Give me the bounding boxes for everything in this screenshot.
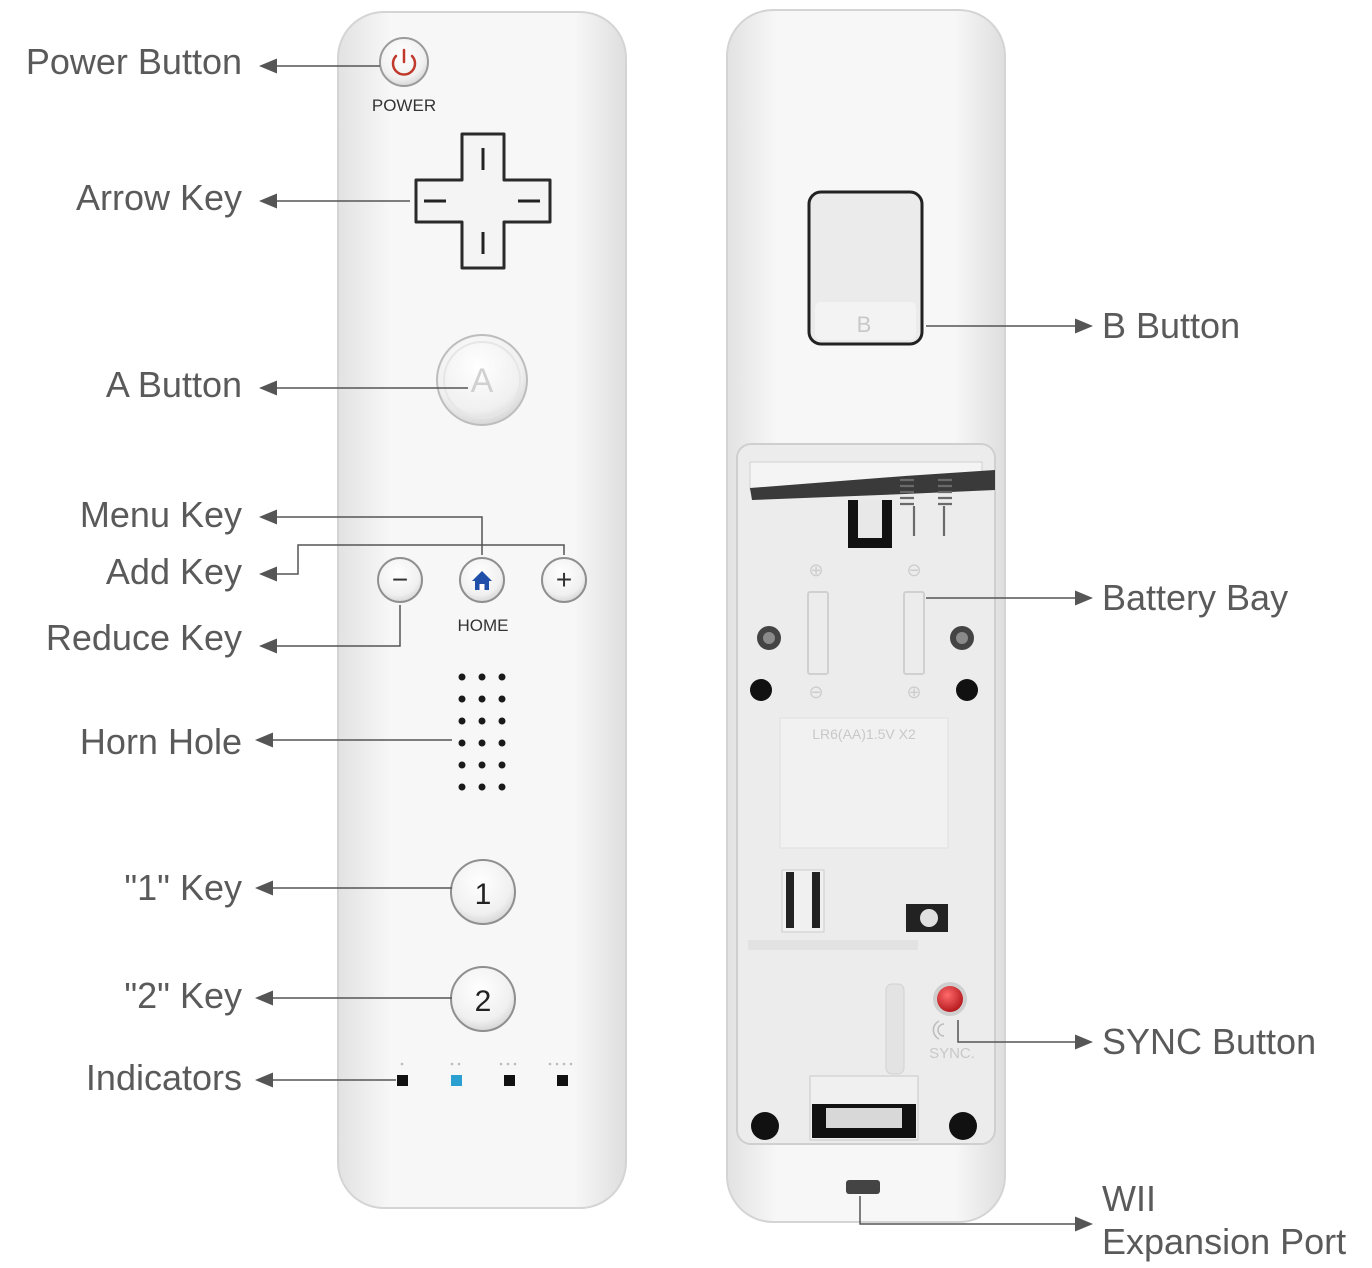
callout-expansion-port-line2: Expansion Port (1102, 1221, 1347, 1262)
remote-back: B ⊕ ⊖ ⊖ ⊕ (726, 9, 1006, 1223)
callout-reduce-key: Reduce Key (45, 617, 242, 658)
leader-lines (255, 58, 1093, 1232)
arrow-key-dpad[interactable] (414, 132, 552, 270)
sync-label: SYNC. (929, 1045, 975, 1062)
power-button[interactable] (379, 37, 429, 87)
callout-add-key: Add Key (105, 551, 242, 592)
reduce-key-button[interactable] (377, 557, 423, 603)
callout-horn-hole: Horn Hole (79, 721, 242, 762)
two-key-button[interactable] (450, 966, 516, 1032)
callout-b-button: B Button (1102, 305, 1241, 346)
callout-one-key: "1" Key (124, 867, 242, 908)
battery-minus-mark-bottom: ⊖ (808, 682, 823, 702)
indicator-lights (397, 1062, 573, 1086)
power-icon (391, 48, 417, 76)
indicator-led-4 (557, 1075, 568, 1086)
one-key-label: 1 (475, 878, 492, 911)
battery-minus-mark-top: ⊖ (906, 560, 921, 580)
add-key-label: + (556, 564, 572, 595)
home-icon (472, 571, 492, 590)
callout-indicators: Indicators (85, 1057, 242, 1098)
sync-button[interactable] (933, 982, 967, 1016)
callout-menu-key: Menu Key (79, 494, 242, 535)
wii-expansion-port[interactable] (809, 1075, 919, 1194)
a-button-label: A (471, 362, 494, 400)
callout-arrow-key: Arrow Key (75, 177, 242, 218)
callout-sync-button: SYNC Button (1102, 1021, 1317, 1062)
battery-plus-mark-bottom: ⊕ (906, 682, 921, 702)
callout-a-button: A Button (105, 364, 242, 405)
indicator-led-2 (451, 1075, 462, 1086)
a-button[interactable] (436, 334, 528, 426)
remote-front: POWER A − HOME (337, 11, 627, 1209)
b-button-trigger[interactable] (807, 190, 924, 346)
battery-plus-mark-top: ⊕ (808, 560, 823, 580)
b-button-label: B (857, 312, 872, 337)
add-key-button[interactable] (541, 557, 587, 603)
indicator-led-3 (504, 1075, 515, 1086)
two-key-label: 2 (475, 985, 492, 1018)
horn-hole-speaker (458, 673, 506, 791)
callout-two-key: "2" Key (124, 975, 242, 1016)
screw-icon (757, 626, 974, 650)
power-label: POWER (372, 96, 436, 115)
callout-battery-bay: Battery Bay (1102, 577, 1289, 618)
callout-expansion-port-line1: WII (1102, 1178, 1156, 1219)
one-key-button[interactable] (450, 859, 516, 925)
home-label: HOME (458, 616, 509, 635)
menu-key-home-button[interactable] (459, 557, 505, 603)
battery-spec-text: LR6(AA)1.5V X2 (812, 726, 916, 742)
reduce-key-label: − (392, 564, 408, 595)
battery-bay: ⊕ ⊖ ⊖ ⊕ LR6(AA)1.5V X2 (736, 443, 996, 1145)
sync-wave-icon (932, 1020, 945, 1040)
battery-spring-icon (900, 478, 952, 536)
indicator-dot-marks (400, 1062, 573, 1066)
callout-power-button: Power Button (25, 41, 242, 82)
indicator-led-1 (397, 1075, 408, 1086)
